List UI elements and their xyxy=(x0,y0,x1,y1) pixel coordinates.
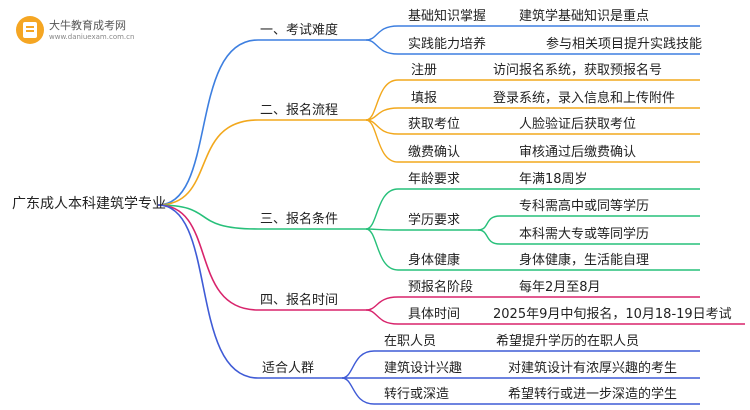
detail-design-interest: 对建筑设计有浓厚兴趣的考生 xyxy=(508,361,678,376)
node-pre-registration: 预报名阶段 xyxy=(408,280,474,295)
detail-age: 年满18周岁 xyxy=(519,172,588,187)
site-logo: 大牛教育成考网 www.daniuexam.com.cn xyxy=(16,14,134,48)
sub-connector xyxy=(477,229,700,245)
logo-badge-icon xyxy=(16,16,44,44)
branch-requirements: 三、报名条件 xyxy=(260,212,339,227)
node-specific-time: 具体时间 xyxy=(408,307,461,322)
node-health: 身体健康 xyxy=(408,253,461,268)
node-register: 注册 xyxy=(411,63,438,78)
branch-connector xyxy=(365,107,700,121)
branch-connector xyxy=(341,350,700,379)
branch-exam-difficulty: 一、考试难度 xyxy=(260,23,339,38)
node-career-change: 转行或深造 xyxy=(384,387,450,402)
node-basic-knowledge: 基础知识掌握 xyxy=(408,9,487,24)
detail-education-junior: 专科需高中或同等学历 xyxy=(519,199,650,214)
branch-connector xyxy=(365,188,700,230)
detail-employed: 希望提升学历的在职人员 xyxy=(496,334,640,349)
branch-connector xyxy=(341,377,700,405)
node-payment: 缴费确认 xyxy=(408,145,461,160)
branch-connector xyxy=(365,79,700,121)
branch-connector xyxy=(365,119,700,163)
branch-connector xyxy=(365,228,478,231)
logo-url: www.daniuexam.com.cn xyxy=(49,33,135,41)
node-fill-in: 填报 xyxy=(411,91,438,106)
node-age: 年龄要求 xyxy=(408,172,461,187)
detail-get-seat: 人脸验证后获取考位 xyxy=(519,117,637,132)
node-education: 学历要求 xyxy=(408,213,461,228)
branch-connector xyxy=(365,39,700,55)
detail-basic-knowledge: 建筑学基础知识是重点 xyxy=(519,9,650,24)
sub-connector xyxy=(477,215,700,231)
detail-practical-skill: 参与相关项目提升实践技能 xyxy=(546,37,703,52)
branch-target-audience: 适合人群 xyxy=(262,361,315,376)
detail-payment: 审核通过后缴费确认 xyxy=(519,145,637,160)
detail-career-change: 希望转行或进一步深造的学生 xyxy=(508,387,678,402)
logo-title: 大牛教育成考网 xyxy=(49,19,126,32)
node-design-interest: 建筑设计兴趣 xyxy=(384,361,463,376)
node-get-seat: 获取考位 xyxy=(408,117,461,132)
detail-register: 访问报名系统，获取预报名号 xyxy=(493,63,663,78)
detail-fill-in: 登录系统，录入信息和上传附件 xyxy=(493,91,676,106)
branch-connector xyxy=(365,228,700,271)
branch-connector xyxy=(365,296,700,311)
branch-connector xyxy=(365,25,700,41)
node-practical-skill: 实践能力培养 xyxy=(408,37,487,52)
node-employed: 在职人员 xyxy=(384,334,437,349)
detail-specific-time: 2025年9月中旬报名，10月18-19日考试 xyxy=(493,307,732,322)
detail-education-bachelor: 本科需大专或等同学历 xyxy=(519,227,650,242)
detail-health: 身体健康，生活能自理 xyxy=(519,253,650,268)
root-topic: 广东成人本科建筑学专业 xyxy=(12,196,166,212)
branch-registration-time: 四、报名时间 xyxy=(260,293,339,308)
branch-connector xyxy=(365,309,745,325)
detail-pre-registration: 每年2月至8月 xyxy=(519,280,601,295)
branch-registration-process: 二、报名流程 xyxy=(260,103,339,118)
